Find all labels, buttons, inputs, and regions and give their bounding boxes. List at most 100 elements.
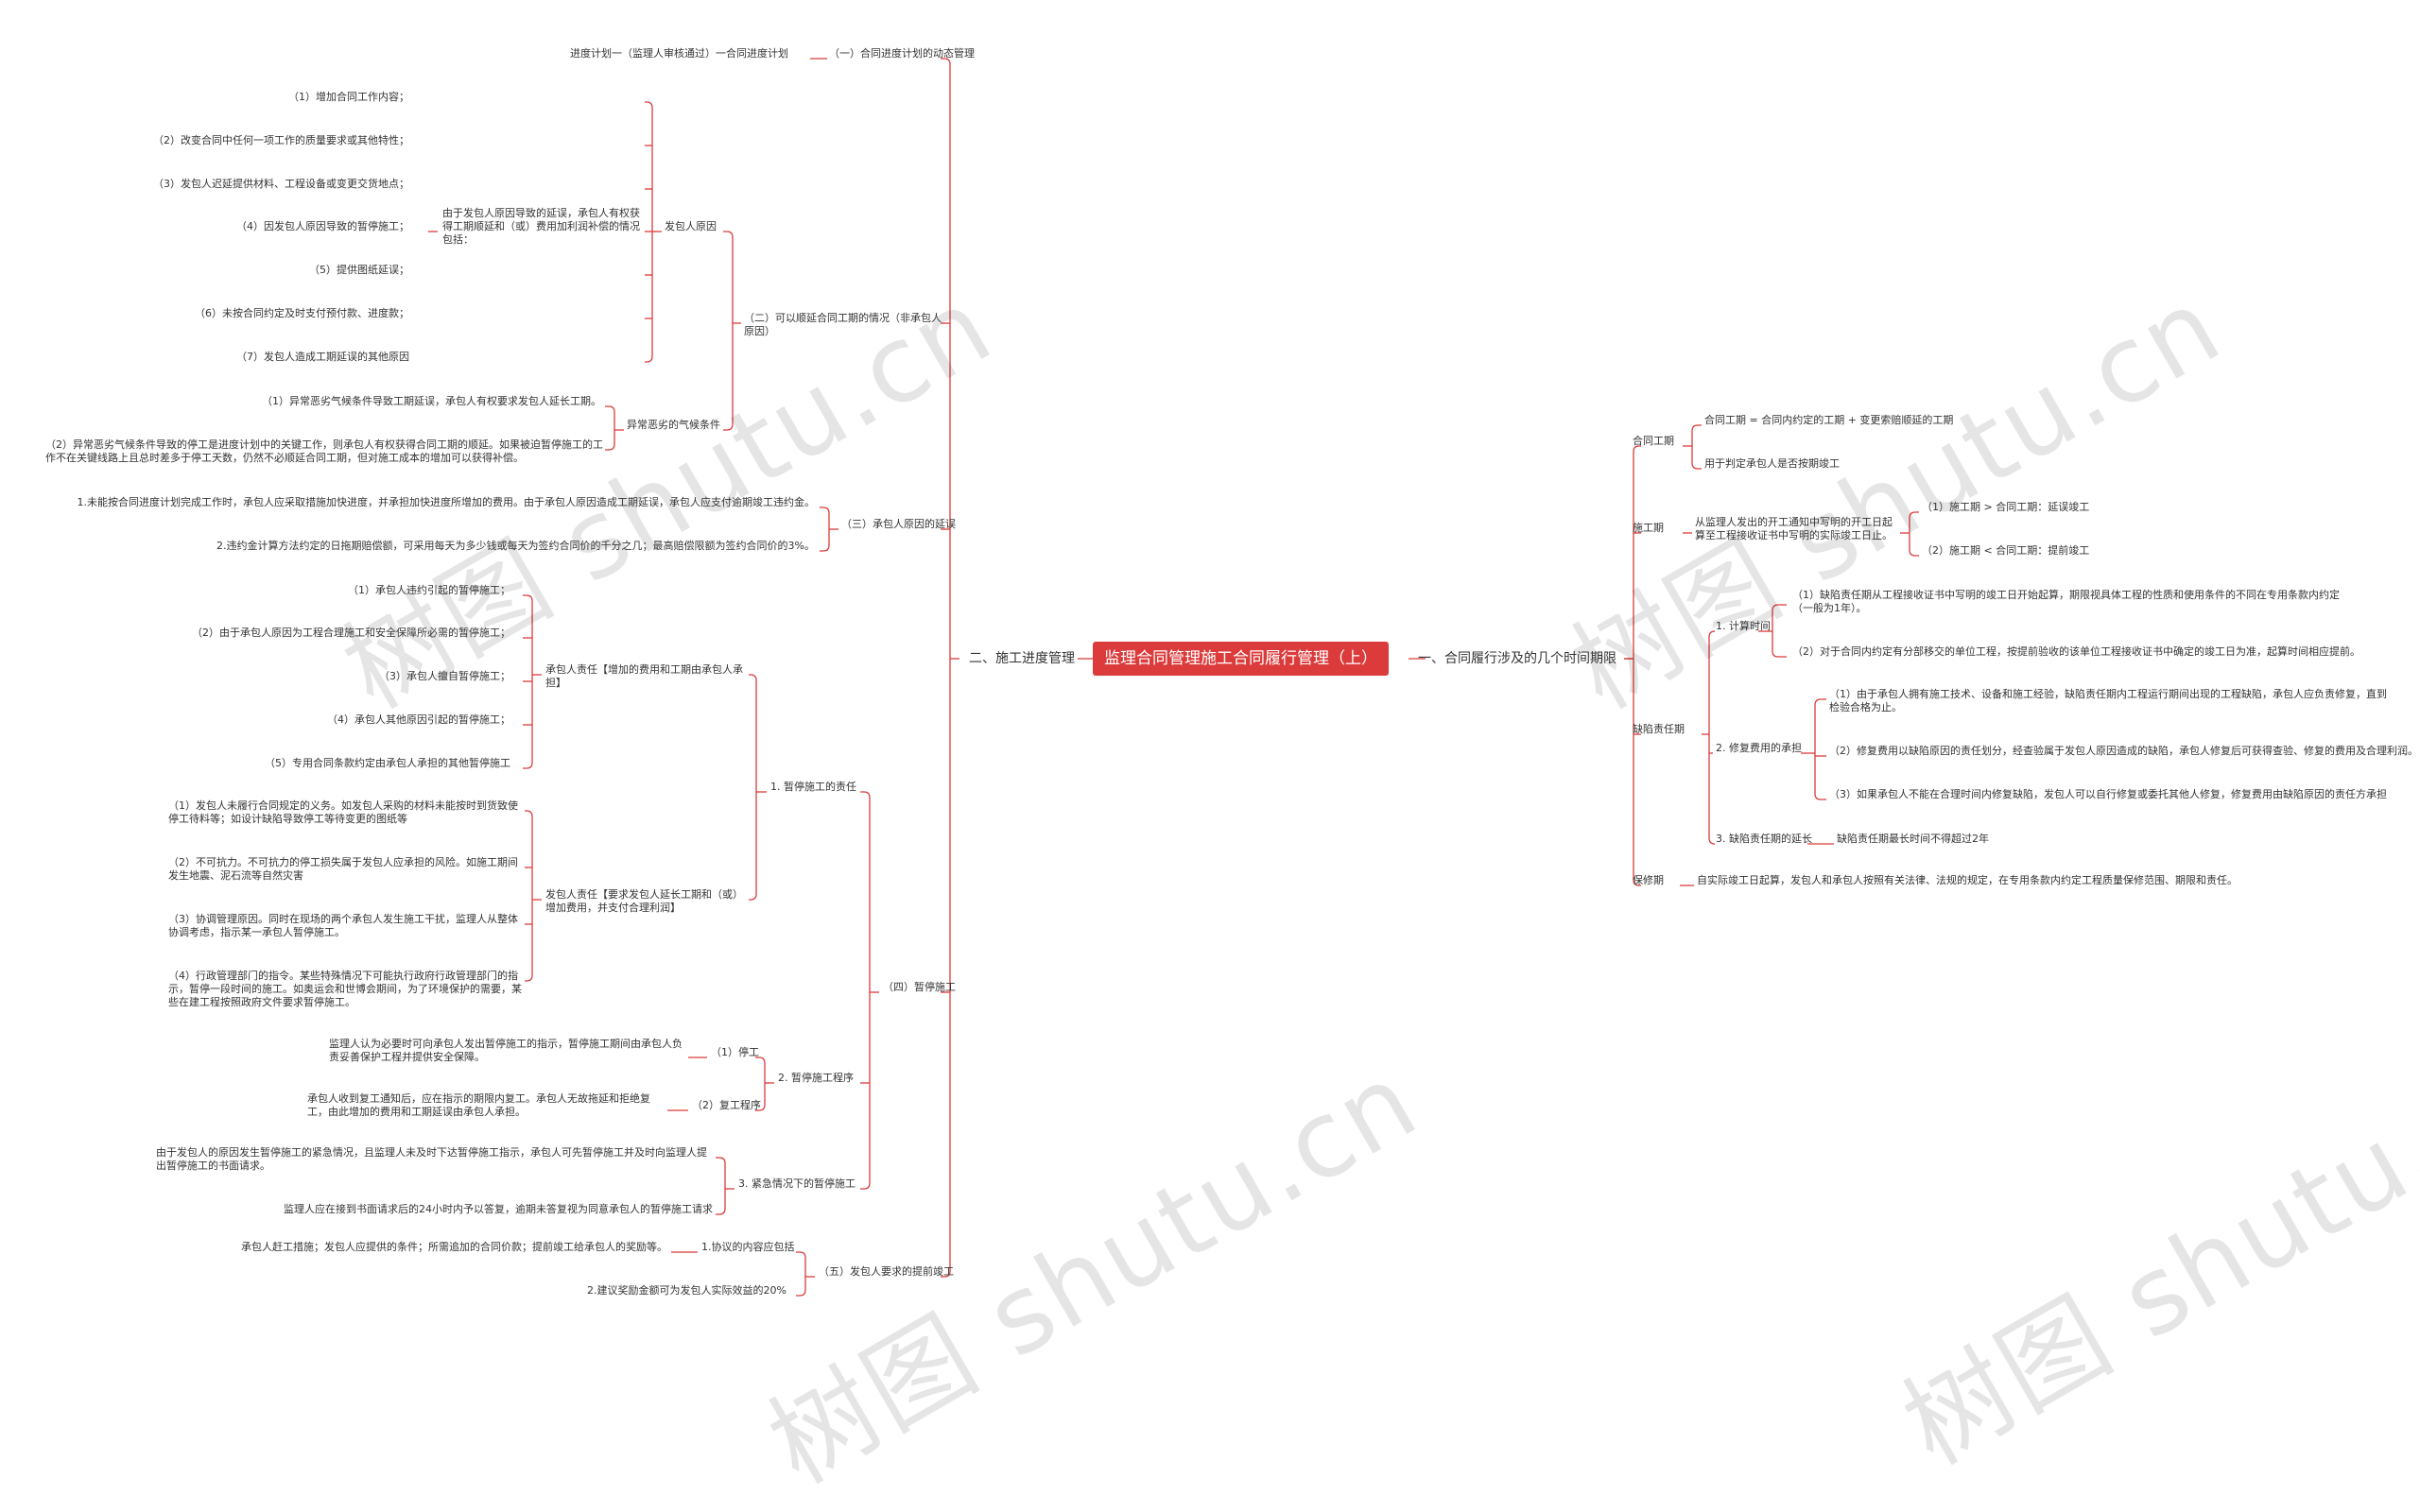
root-node[interactable]: 监理合同管理施工合同履行管理（上） [1093, 642, 1389, 676]
node-warranty[interactable]: 保修期 [1633, 874, 1664, 886]
connector-line [755, 1057, 766, 1083]
leaf-contractor-delay-1: 1.未能按合同进度计划完成工作时，承包人应采取措施加快进度，并承担加快进度所增加… [77, 496, 816, 508]
connector-line [723, 231, 734, 323]
connector-line [605, 405, 615, 430]
connector-line [796, 1251, 806, 1277]
leaf-bonus: 2.建议奖励金额可为发包人实际效益的20% [587, 1284, 786, 1297]
node-defect-repair[interactable]: 2. 修复费用的承担 [1716, 742, 1802, 754]
connector-line [525, 810, 533, 900]
leaf-employer-item-1: （1）增加合同工作内容； [288, 91, 409, 103]
connector-line [1772, 631, 1787, 658]
leaf-contract-formula: 合同工期 = 合同内约定的工期 + 变更索赔顺延的工期 [1704, 414, 1954, 426]
leaf-employer-resp-4: （4）行政管理部门的指令。某些特殊情况下可能执行政府行政管理部门的指示，暂停一段… [168, 970, 522, 1008]
leaf-weather-1: （1）异常恶劣气候条件导致工期延误，承包人有权要求发包人延长工期。 [262, 395, 601, 407]
connector-line [605, 430, 615, 451]
section-schedule-management[interactable]: 二、施工进度管理 [969, 651, 1075, 666]
leaf-defect-extension: 缺陷责任期最长时间不得超过2年 [1837, 833, 1989, 845]
leaf-employer-item-6: （6）未按合同约定及时支付预付款、进度款； [195, 307, 409, 319]
node-emergency-suspension[interactable]: 3. 紧急情况下的暂停施工 [738, 1177, 856, 1190]
node-employer-responsibility[interactable]: 发包人责任【要求发包人延长工期和（或）增加费用，并支付合理利润】 [545, 888, 743, 914]
leaf-emergency-1: 由于发包人的原因发生暂停施工的紧急情况，且监理人未及时下达暂停施工指示，承包人可… [156, 1146, 707, 1172]
leaf-employer-head: 由于发包人原因导致的延误，承包人有权获得工期顺延和（或）费用加利润补偿的情况包括… [442, 207, 640, 246]
connector-line [1691, 446, 1702, 470]
connector-line [1708, 630, 1716, 734]
node-defect-timing[interactable]: 1. 计算时间 [1716, 620, 1771, 632]
node-stop-work[interactable]: （1）停工 [711, 1046, 759, 1058]
leaf-employer-resp-3: （3）协调管理原因。同时在现场的两个承包人发生施工干扰，监理人从整体协调考虑，指… [168, 913, 518, 938]
connector-line [820, 507, 830, 529]
leaf-resume-work-desc: 承包人收到复工通知后，应在指示的期限内复工。承包人无故拖延和拒绝复工，由此增加的… [307, 1092, 650, 1118]
leaf-warranty-desc: 自实际竣工日起算，发包人和承包人按照有关法律、法规的规定，在专用条款内约定工程质… [1697, 874, 2238, 886]
node-suspension-procedure[interactable]: 2. 暂停施工程序 [778, 1072, 854, 1084]
connector-line [1708, 734, 1716, 845]
leaf-contractor-resp-3: （3）承包人擅自暂停施工； [379, 670, 510, 682]
connector-line [645, 101, 653, 232]
leaf-defect-repair-3: （3）如果承包人不能在合理时间内修复缺陷，发包人可以自行修复或委托其他人修复，修… [1829, 788, 2387, 800]
connector-line [525, 900, 533, 982]
connector-line [941, 58, 951, 659]
leaf-agreement-desc: 承包人赶工措施；发包人应提供的条件；所需追加的合同价款；提前竣工给承包人的奖励等… [241, 1241, 667, 1253]
node-suspension[interactable]: （四）暂停施工 [883, 981, 956, 993]
leaf-stop-work-desc: 监理人认为必要时可向承包人发出暂停施工的指示，暂停施工期间由承包人负责妥善保护工… [329, 1038, 683, 1063]
leaf-employer-item-2: （2）改变合同中任何一项工作的质量要求或其他特性； [153, 134, 409, 146]
node-bad-weather[interactable]: 异常恶劣的气候条件 [627, 419, 720, 431]
mindmap-connectors [428, 58, 1919, 1297]
node-defect-period[interactable]: 缺陷责任期 [1633, 723, 1685, 735]
connector-line [860, 992, 871, 1190]
connector-line [523, 594, 533, 675]
connector-line [716, 1189, 726, 1215]
node-resume-work[interactable]: （2）复工程序 [692, 1099, 761, 1111]
node-contractor-delay[interactable]: （三）承包人原因的延误 [841, 518, 956, 530]
leaf-defect-timing-1: （1）缺陷责任期从工程接收证书中写明的竣工日开始起算，期限视具体工程的性质和使用… [1792, 589, 2340, 614]
node-employer-reasons[interactable]: 发包人原因 [665, 220, 717, 232]
leaf-contractor-resp-5: （5）专用合同条款约定由承包人承担的其他暂停施工 [265, 757, 510, 769]
node-agreement-content[interactable]: 1.协议的内容应包括 [701, 1241, 795, 1253]
leaf-contract-use: 用于判定承包人是否按期竣工 [1704, 457, 1840, 470]
connector-line [755, 1083, 766, 1111]
leaf-contractor-resp-4: （4）承包人其他原因引起的暂停施工； [327, 713, 510, 726]
connector-line [1814, 698, 1826, 753]
node-suspension-responsibility[interactable]: 1. 暂停施工的责任 [770, 781, 856, 793]
node-early-completion[interactable]: （五）发包人要求的提前竣工 [819, 1265, 954, 1278]
connector-line [1814, 753, 1826, 800]
connector-line [1633, 659, 1641, 886]
leaf-employer-item-3: （3）发包人迟延提供材料、工程设备或变更交货地点； [153, 178, 409, 190]
leaf-defect-repair-2: （2）修复费用以缺陷原因的责任划分，经查验属于发包人原因造成的缺陷，承包人修复后… [1829, 745, 2418, 757]
leaf-construction-desc: 从监理人发出的开工通知中写明的开工日起算至工程接收证书中写明的实际竣工日止。 [1695, 516, 1893, 541]
leaf-dynamic-desc: 进度计划一（监理人审核通过）一合同进度计划 [570, 47, 788, 60]
connector-line [523, 675, 533, 769]
leaf-construction-late: （1）施工期 > 合同工期：延误竣工 [1922, 501, 2090, 513]
leaf-employer-item-7: （7）发包人造成工期延误的其他原因 [236, 351, 409, 363]
connector-line [645, 232, 653, 363]
connector-line [796, 1277, 806, 1297]
connector-line [1909, 511, 1919, 533]
connector-line [1909, 533, 1919, 557]
node-defect-extension[interactable]: 3. 缺陷责任期的延长 [1716, 833, 1812, 845]
connector-line [1691, 424, 1702, 446]
connector-line [860, 791, 871, 992]
connector-line [716, 1157, 726, 1189]
node-contract-period[interactable]: 合同工期 [1633, 435, 1674, 447]
node-dynamic-management[interactable]: （一）合同进度计划的动态管理 [829, 47, 975, 60]
node-construction-period[interactable]: 施工期 [1633, 522, 1664, 534]
connector-line [749, 674, 757, 792]
connector-line [941, 659, 951, 1278]
connector-line [749, 792, 757, 901]
leaf-employer-resp-2: （2）不可抗力。不可抗力的停工损失属于发包人应承担的风险。如施工期间发生地震、泥… [168, 856, 518, 882]
leaf-defect-repair-1: （1）由于承包人拥有施工技术、设备和施工经验，缺陷责任期内工程运行期间出现的工程… [1829, 688, 2387, 713]
leaf-employer-resp-1: （1）发包人未履行合同规定的义务。如发包人采购的材料未能按时到货致使停工待料等；… [168, 799, 518, 825]
leaf-contractor-resp-2: （2）由于承包人原因为工程合理施工和安全保障所必需的暂停施工； [192, 627, 510, 639]
leaf-emergency-2: 监理人应在接到书面请求后的24小时内予以答复，逾期未答复视为同意承包人的暂停施工… [284, 1203, 713, 1215]
connector-line [1772, 604, 1787, 631]
connector-line [723, 323, 734, 431]
node-contractor-responsibility[interactable]: 承包人责任【增加的费用和工期由承包人承担】 [545, 663, 743, 689]
connector-line [820, 529, 830, 552]
node-extension-cases[interactable]: （二）可以顺延合同工期的情况（非承包人原因） [744, 312, 942, 337]
leaf-contractor-delay-2: 2.违约金计算方法约定的日拖期赔偿额，可采用每天为多少钱或每天为签约合同价的千分… [216, 540, 815, 552]
leaf-employer-item-5: （5）提供图纸延误； [309, 264, 409, 276]
leaf-weather-2: （2）异常恶劣气候条件导致的停工是进度计划中的关键工作，则承包人有权获得合同工期… [45, 438, 603, 464]
connector-line [1633, 445, 1641, 659]
section-time-limits[interactable]: 一、合同履行涉及的几个时间期限 [1418, 651, 1616, 666]
leaf-construction-early: （2）施工期 < 合同工期：提前竣工 [1922, 544, 2090, 557]
leaf-contractor-resp-1: （1）承包人违约引起的暂停施工； [348, 584, 510, 596]
